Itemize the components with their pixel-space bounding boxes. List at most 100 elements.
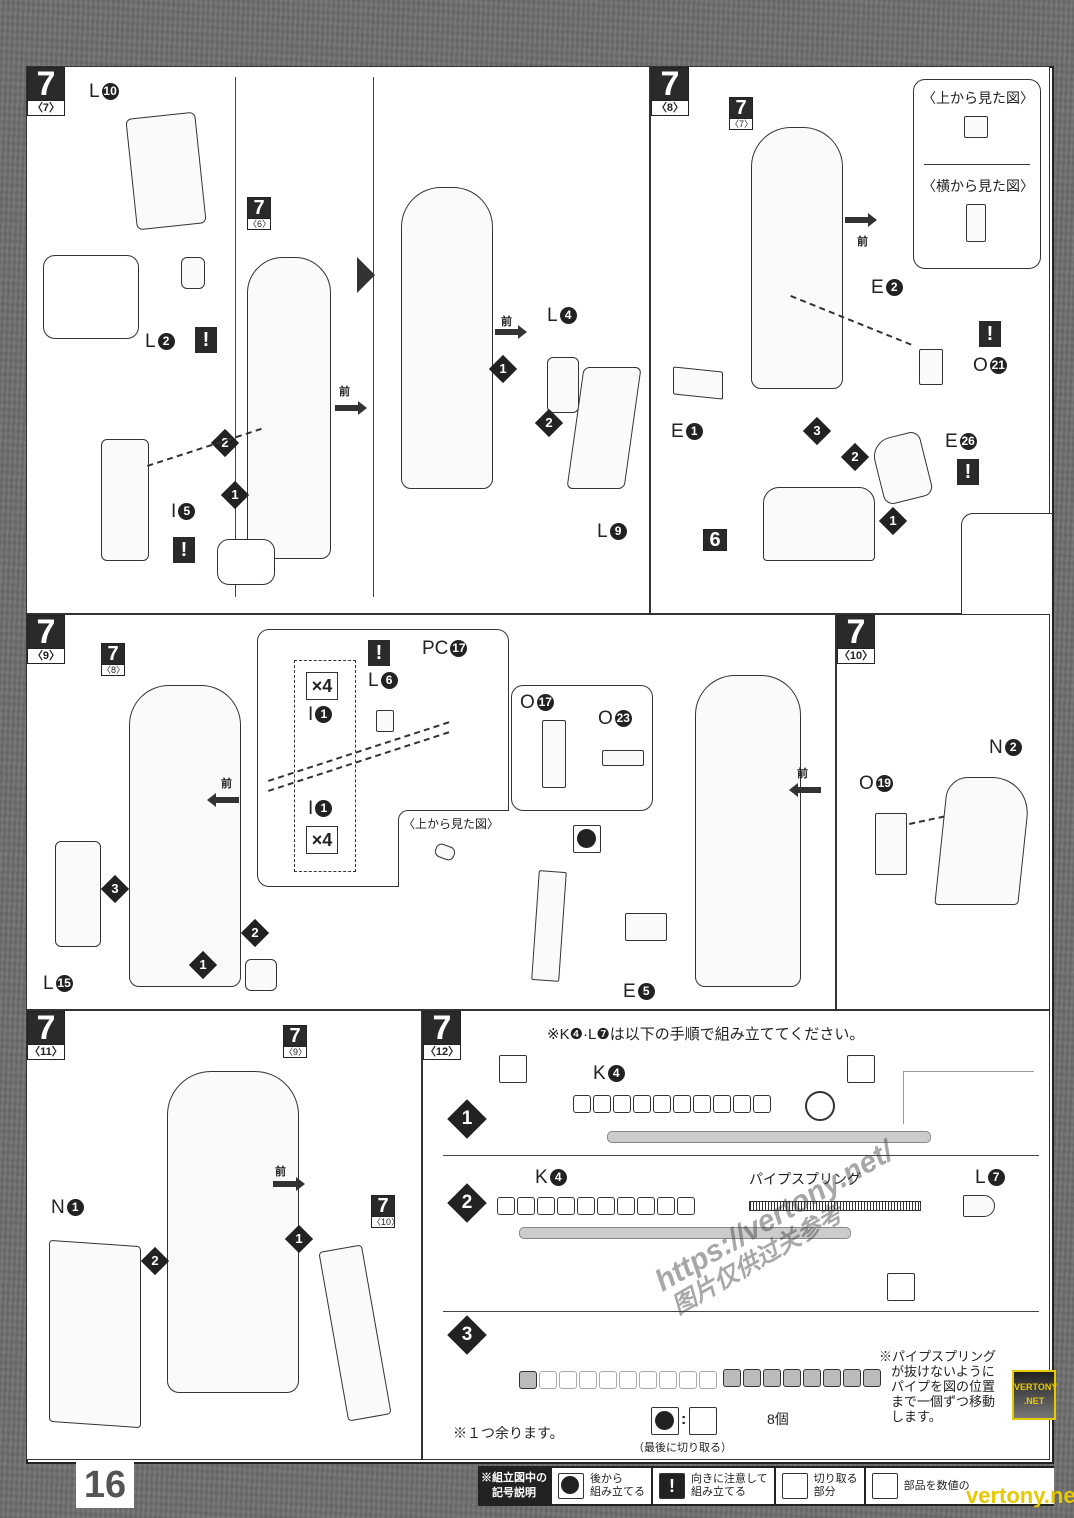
assemble-later-icon	[558, 1473, 584, 1499]
step-marker: 3	[802, 416, 832, 446]
separator: :	[681, 1411, 687, 1428]
divider	[373, 77, 374, 597]
ref-step-badge: 7〈7〉	[729, 97, 754, 130]
part-E26-drawing	[869, 429, 935, 507]
view-callout: 〈上から見た図〉	[398, 810, 509, 887]
legend-item-assemble-later: 後から組み立てる	[552, 1468, 651, 1504]
step-marker: 2	[534, 408, 564, 438]
nipper-icon	[781, 1473, 808, 1499]
side-armor-drawing	[318, 1244, 392, 1422]
ref-step-badge: 7〈8〉	[101, 643, 126, 676]
part-E5-drawing	[625, 913, 667, 941]
front-arrow-icon	[215, 797, 239, 803]
runner-drawing	[519, 1227, 851, 1239]
substep-marker: 1	[447, 1099, 487, 1139]
warning-icon: !	[368, 640, 390, 666]
step-badge: 7〈9〉	[27, 615, 65, 664]
divider	[443, 1311, 1039, 1312]
body-assembly-drawing	[695, 675, 801, 987]
step-marker: 1	[488, 354, 518, 384]
step-marker: 1	[284, 1224, 314, 1254]
step-marker: 2	[840, 442, 870, 472]
ref-step-badge: 7〈6〉	[247, 197, 272, 230]
warning-icon: !	[659, 1473, 685, 1499]
quantity-badge: ×4	[306, 826, 338, 854]
legend-item-number: 部品を数値の	[865, 1468, 1054, 1504]
step-marker: 1	[220, 480, 250, 510]
cut-last-note: （最後に切り取る）	[633, 1442, 732, 1454]
spring-label: パイプスプリング	[749, 1171, 861, 1187]
ref-step-badge: 7〈9〉	[283, 1025, 308, 1058]
nipper-icon	[887, 1273, 915, 1301]
segment-count: 8個	[767, 1411, 789, 1427]
detail-callout	[961, 513, 1052, 614]
pipe-segments	[573, 1095, 773, 1118]
divider	[235, 77, 236, 597]
part-N2-drawing	[934, 777, 1032, 905]
step-badge: 7〈7〉	[27, 67, 65, 116]
detail-callout	[217, 539, 275, 585]
part-O23-drawing	[602, 750, 644, 766]
next-arrow-icon	[357, 257, 375, 293]
body-assembly-drawing	[751, 127, 843, 389]
part-L4-drawing	[547, 357, 579, 413]
front-arrow-icon	[273, 1177, 305, 1191]
step-marker: 1	[878, 506, 908, 536]
legend-item-warning: ! 向きに注意して組み立てる	[653, 1468, 774, 1504]
side-part-drawing	[531, 870, 567, 982]
top-view-label: 〈上から見た図〉	[922, 90, 1034, 106]
part-N1-drawing	[49, 1239, 141, 1429]
runner-drawing	[607, 1131, 931, 1143]
step-marker: 2	[140, 1246, 170, 1276]
step-marker: 1	[188, 950, 218, 980]
front-label: 前	[857, 236, 868, 248]
part-L6-drawing	[376, 710, 394, 732]
ref-step-badge: 6	[703, 529, 727, 551]
top-view-drawing	[964, 116, 988, 138]
body-assembly-drawing	[247, 257, 331, 559]
assemble-later-icon	[651, 1407, 679, 1435]
pipe-segments	[497, 1197, 697, 1220]
part-L10-drawing	[125, 111, 207, 231]
body-assembly-drawing	[129, 685, 241, 987]
step-badge: 7〈12〉	[423, 1009, 461, 1060]
qty-group	[294, 660, 356, 872]
part-O21-drawing	[919, 349, 943, 385]
body-assembly-drawing	[401, 187, 493, 489]
spring-note: ※パイプスプリング が抜けないように パイプを図の位置 まで一個ずつ移動 します…	[879, 1349, 997, 1424]
step-badge: 7〈11〉	[27, 1011, 65, 1060]
runner-frame	[903, 1071, 1034, 1124]
assemble-later-icon	[573, 825, 601, 853]
legend-title: ※組立図中の記号説明	[481, 1472, 547, 1499]
top-view-label: 〈上から見た図〉	[403, 817, 500, 831]
part-O19-drawing	[875, 813, 907, 875]
divider	[924, 164, 1030, 165]
page-number: 16	[76, 1462, 134, 1508]
side-armor-drawing	[101, 439, 149, 561]
warning-icon: !	[195, 327, 217, 353]
front-label: 前	[275, 1166, 286, 1178]
front-arrow-icon	[845, 213, 877, 227]
watermark-badge: VERTONY .NET	[1012, 1370, 1057, 1420]
step-badge: 7〈8〉	[651, 67, 689, 116]
front-label: 前	[339, 386, 350, 398]
nipper-icon	[499, 1055, 527, 1083]
